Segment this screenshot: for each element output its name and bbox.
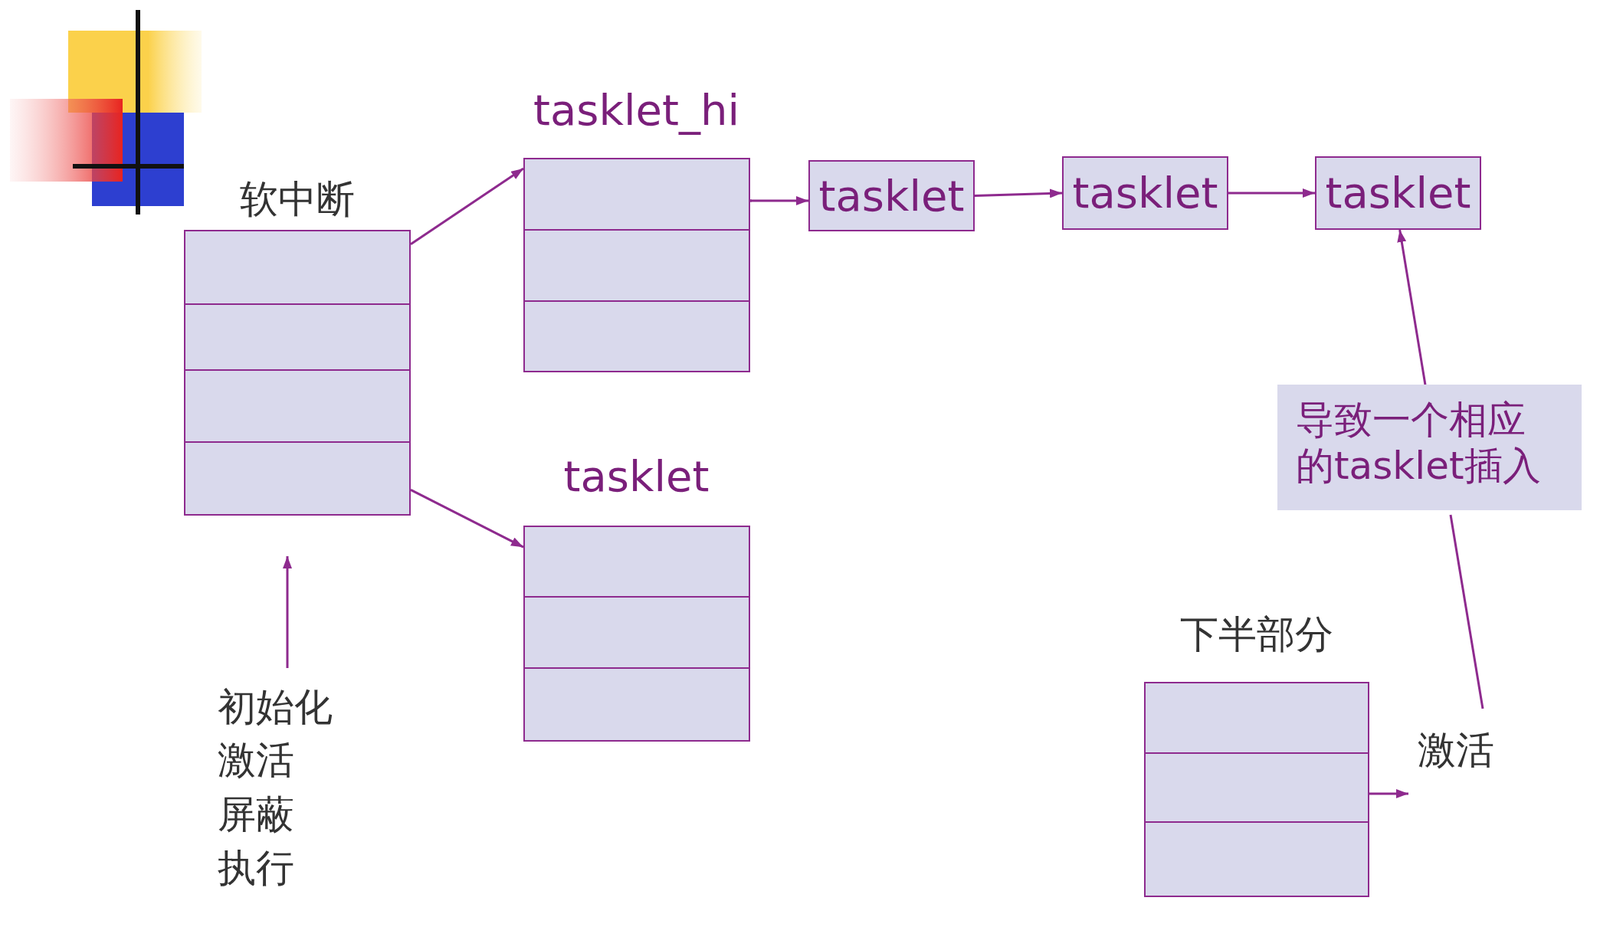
activate-label: 激活 bbox=[1417, 727, 1495, 774]
connector-arrow bbox=[410, 168, 524, 245]
tasklet-hi-table: tasklet_hi bbox=[523, 157, 751, 373]
logo-red bbox=[9, 98, 123, 182]
logo-cross-horizontal bbox=[72, 163, 184, 169]
bottom-half-table: 下半部分 bbox=[1144, 681, 1370, 898]
operation-label: 执行 bbox=[217, 845, 295, 892]
tasklet-table: tasklet bbox=[523, 525, 751, 742]
row-divider bbox=[185, 441, 410, 443]
table-heading: tasklet_hi bbox=[533, 84, 740, 136]
row-divider bbox=[524, 300, 749, 302]
tasklet-box: tasklet bbox=[1314, 156, 1482, 230]
operation-label: 激活 bbox=[217, 737, 295, 784]
softirq-table: 软中断 bbox=[183, 229, 411, 516]
tasklet-box: tasklet bbox=[808, 160, 975, 232]
table-heading: 软中断 bbox=[239, 176, 355, 223]
row-divider bbox=[185, 303, 410, 305]
row-divider bbox=[524, 229, 749, 231]
connector-arrow bbox=[410, 489, 524, 548]
tasklet-box: tasklet bbox=[1062, 156, 1229, 230]
tasklet-name: tasklet bbox=[819, 170, 965, 222]
operation-label: 初始化 bbox=[217, 684, 333, 731]
callout-text: 导致一个相应的tasklet插入 bbox=[1295, 396, 1564, 489]
connector-arrow bbox=[1228, 192, 1315, 195]
text-holder: tasklet bbox=[809, 161, 974, 230]
table-heading: tasklet bbox=[563, 450, 710, 502]
text-holder: tasklet bbox=[1063, 157, 1227, 229]
tasklet-name: tasklet bbox=[1325, 167, 1472, 219]
operation-label: 屏蔽 bbox=[217, 791, 295, 838]
operations-arrow bbox=[286, 556, 289, 669]
row-divider bbox=[524, 667, 749, 669]
connector-arrow bbox=[1400, 229, 1426, 385]
logo-cross-vertical bbox=[135, 9, 141, 215]
activate-leader bbox=[1450, 514, 1483, 709]
row-divider bbox=[185, 369, 410, 371]
text-holder: tasklet bbox=[1316, 157, 1480, 229]
row-divider bbox=[524, 596, 749, 598]
row-divider bbox=[1145, 821, 1368, 823]
callout-box: 导致一个相应的tasklet插入 bbox=[1277, 384, 1582, 511]
tasklet-name: tasklet bbox=[1072, 167, 1219, 219]
table-heading: 下半部分 bbox=[1180, 611, 1334, 658]
row-divider bbox=[1145, 752, 1368, 755]
connector-arrow bbox=[974, 193, 1063, 197]
connector-arrow bbox=[750, 200, 809, 203]
